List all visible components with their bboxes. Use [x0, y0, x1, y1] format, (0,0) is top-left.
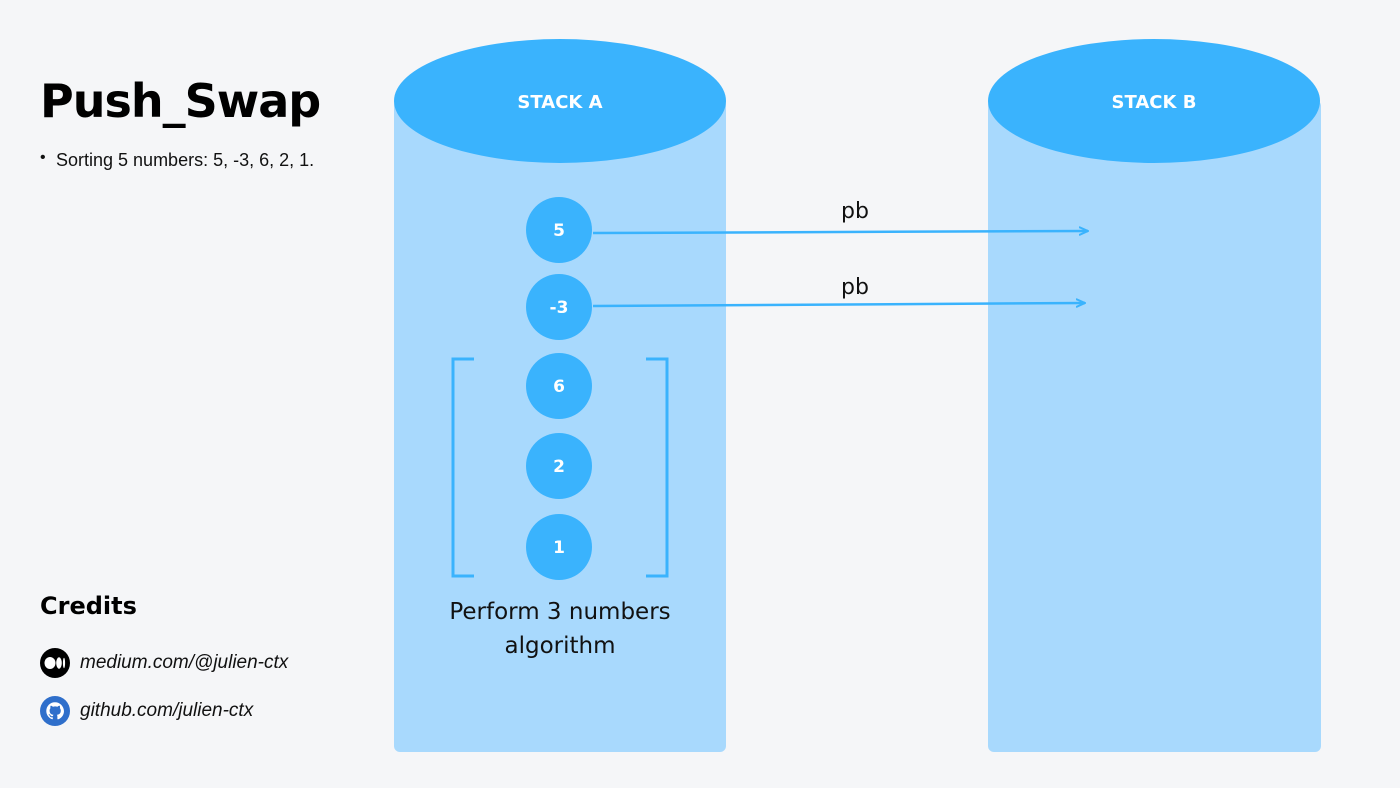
node-circle [526, 197, 592, 263]
node-circle [526, 514, 592, 580]
node-value: 1 [553, 538, 565, 558]
operation-arrows: pb pb [592, 199, 1088, 306]
credit-github[interactable]: github.com/julien-ctx [40, 696, 253, 726]
stack-a-nodes: 5 -3 6 2 1 [526, 197, 592, 580]
node-circle [526, 274, 592, 340]
stack-b: STACK B [988, 39, 1321, 752]
stack-node: 1 [526, 514, 592, 580]
github-icon [40, 696, 70, 726]
stack-b-body [988, 100, 1321, 752]
medium-icon [40, 648, 70, 678]
stack-node: 6 [526, 353, 592, 419]
stack-a-body [394, 100, 726, 752]
stack-a-top [394, 39, 726, 163]
stack-node: -3 [526, 274, 592, 340]
credits-heading: Credits [40, 592, 137, 620]
credit-github-label: github.com/julien-ctx [80, 700, 254, 721]
bracket-left [451, 357, 474, 578]
operation-label-1: pb [841, 199, 869, 224]
node-value: 5 [553, 221, 565, 241]
node-circle [526, 353, 592, 419]
node-value: 2 [553, 457, 565, 477]
node-value: 6 [553, 377, 565, 397]
operation-label-2: pb [841, 275, 869, 300]
description-bullet: Sorting 5 numbers: 5, -3, 6, 2, 1. [40, 149, 314, 171]
bracket-right [646, 357, 669, 578]
algorithm-note-line-1: Perform 3 numbers [449, 599, 670, 625]
credit-medium-label: medium.com/@julien-ctx [80, 652, 289, 673]
page-title: Push_Swap [40, 74, 321, 128]
stack-a-label: STACK A [517, 92, 602, 113]
stack-node: 2 [526, 433, 592, 499]
three-numbers-bracket [451, 357, 669, 578]
algorithm-note-line-2: algorithm [504, 633, 615, 659]
node-circle [526, 433, 592, 499]
stack-b-label: STACK B [1112, 92, 1197, 113]
arrow-pb-2 [592, 303, 1085, 306]
stack-a: STACK A [394, 39, 726, 752]
arrow-pb-1 [592, 231, 1088, 233]
credit-medium[interactable]: medium.com/@julien-ctx [40, 648, 288, 678]
stack-node: 5 [526, 197, 592, 263]
stack-b-top [988, 39, 1320, 163]
node-value: -3 [550, 298, 569, 318]
